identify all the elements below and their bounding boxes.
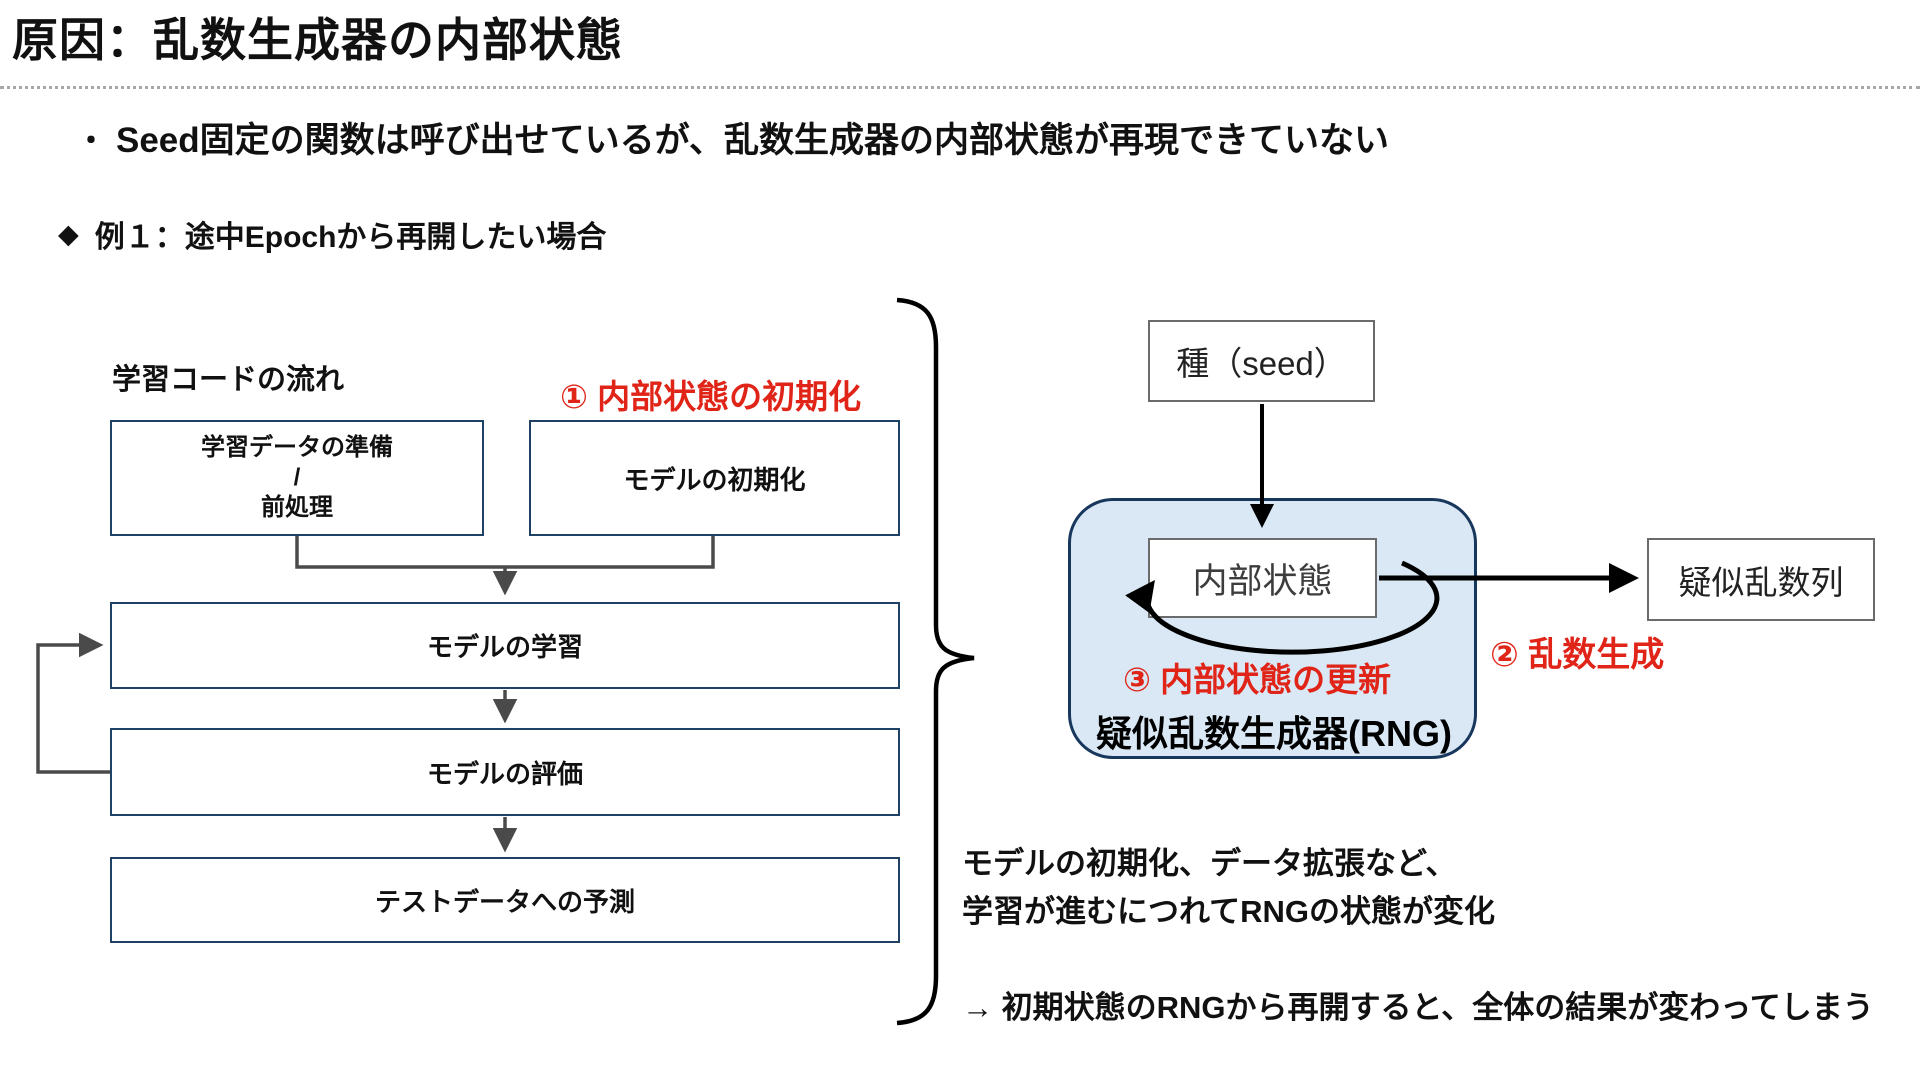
internal-state-box: 内部状態 xyxy=(1148,538,1377,618)
example-heading-line: ◆ 例１：途中Epochから再開したい場合 xyxy=(58,212,606,256)
flow-box-model-init-label: モデルの初期化 xyxy=(623,464,806,495)
internal-state-box-label: 内部状態 xyxy=(1192,561,1333,601)
flow-box-model-evaluation-label: モデルの評価 xyxy=(426,758,583,789)
note-line-1: モデルの初期化、データ拡張など、 xyxy=(962,846,1457,881)
loop-arrow-evaluation-to-training xyxy=(36,632,110,774)
bullet-marker: ・ xyxy=(76,124,106,158)
diamond-bullet-icon: ◆ xyxy=(58,218,79,249)
seed-box: 種（seed） xyxy=(1148,320,1375,402)
pseudorandom-sequence-box: 疑似乱数列 xyxy=(1647,538,1875,621)
annotation-step1: ① 内部状態の初期化 xyxy=(560,378,862,415)
rng-box-caption: 疑似乱数生成器(RNG) xyxy=(1096,713,1452,754)
flow-box-model-training: モデルの学習 xyxy=(110,602,900,689)
annotation-step2: ② 乱数生成 xyxy=(1490,636,1665,674)
flow-box-model-training-label: モデルの学習 xyxy=(426,632,583,662)
flowchart-title: 学習コードの流れ xyxy=(112,364,345,396)
note-line-2: 学習が進むにつれてRNGの状態が変化 xyxy=(962,894,1495,929)
page-title: 原因：乱数生成器の内部状態 xyxy=(12,14,623,66)
flow-box-model-init: モデルの初期化 xyxy=(529,420,900,536)
note-conclusion-line: → 初期状態のRNGから再開すると、全体の結果が変わってしまう xyxy=(962,990,1874,1025)
flow-box-data-preparation: 学習データの準備 / 前処理 xyxy=(110,420,484,536)
annotation-step3: ③ 内部状態の更新 xyxy=(1123,661,1392,698)
pseudorandom-sequence-box-label: 疑似乱数列 xyxy=(1678,563,1844,601)
flow-box-model-evaluation: モデルの評価 xyxy=(110,728,900,816)
seed-box-label: 種（seed） xyxy=(1176,345,1347,382)
example-heading-text: 例１：途中Epochから再開したい場合 xyxy=(94,221,607,254)
title-divider-dotted-line xyxy=(0,86,1920,89)
flow-box-test-prediction: テストデータへの予測 xyxy=(110,857,900,943)
bullet-line: ・ Seed固定の関数は呼び出せているが、乱数生成器の内部状態が再現できていない xyxy=(76,112,1389,163)
flow-box-data-preparation-line2: 前処理 xyxy=(261,494,333,521)
flow-box-data-preparation-line1: 学習データの準備 xyxy=(201,434,393,461)
merge-connector-line xyxy=(295,536,715,569)
flow-box-test-prediction-label: テストデータへの予測 xyxy=(374,886,635,917)
flow-box-data-preparation-slash: / xyxy=(293,464,301,491)
bullet-text: Seed固定の関数は呼び出せているが、乱数生成器の内部状態が再現できていない xyxy=(116,121,1389,160)
